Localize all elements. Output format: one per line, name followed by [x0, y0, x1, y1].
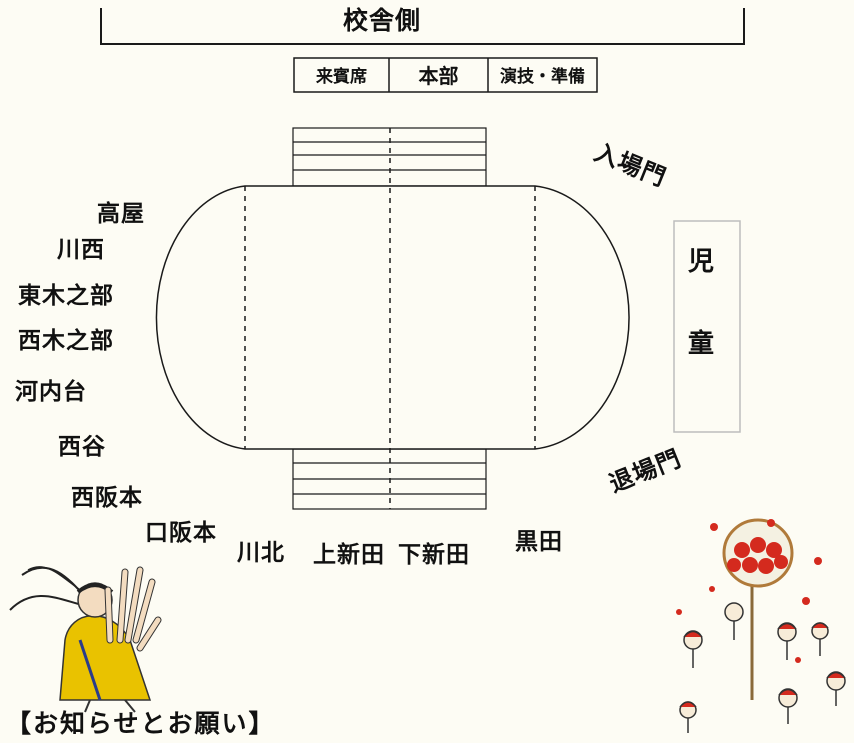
ball-toss-illustration: [676, 518, 846, 733]
area-nishi-kinobe: 西木之部: [18, 328, 114, 354]
tent-guest-seats: 来賓席: [316, 66, 367, 87]
area-nishitani: 西谷: [58, 434, 106, 460]
area-kawanishi: 川西: [57, 237, 105, 263]
area-kuchi-sakamoto: 口阪本: [145, 520, 217, 546]
track: [155, 185, 630, 450]
children-label-2: 童: [688, 329, 715, 359]
area-kawachidai: 河内台: [15, 379, 87, 405]
area-shimo-shinden: 下新田: [398, 542, 470, 568]
tent-events-prep: 演技・準備: [500, 66, 585, 87]
tent-box: [293, 57, 598, 93]
area-kawakita: 川北: [237, 540, 285, 566]
waving-figure-illustration: [9, 566, 162, 713]
notice-heading: 【お知らせとお願い】: [6, 709, 276, 738]
school-side-label: 校舎側: [343, 6, 422, 35]
top-seating: [292, 127, 487, 187]
area-kami-shinden: 上新田: [313, 542, 385, 568]
area-kuroda: 黒田: [515, 529, 563, 555]
area-takaya: 高屋: [97, 201, 145, 227]
tent-headquarters: 本部: [418, 63, 459, 88]
area-higashi-kinobe: 東木之部: [18, 283, 114, 309]
area-nishi-sakamoto: 西阪本: [71, 485, 143, 511]
children-area: [673, 220, 741, 433]
school-side-bracket: [100, 8, 745, 45]
children-label-1: 児: [688, 247, 715, 277]
